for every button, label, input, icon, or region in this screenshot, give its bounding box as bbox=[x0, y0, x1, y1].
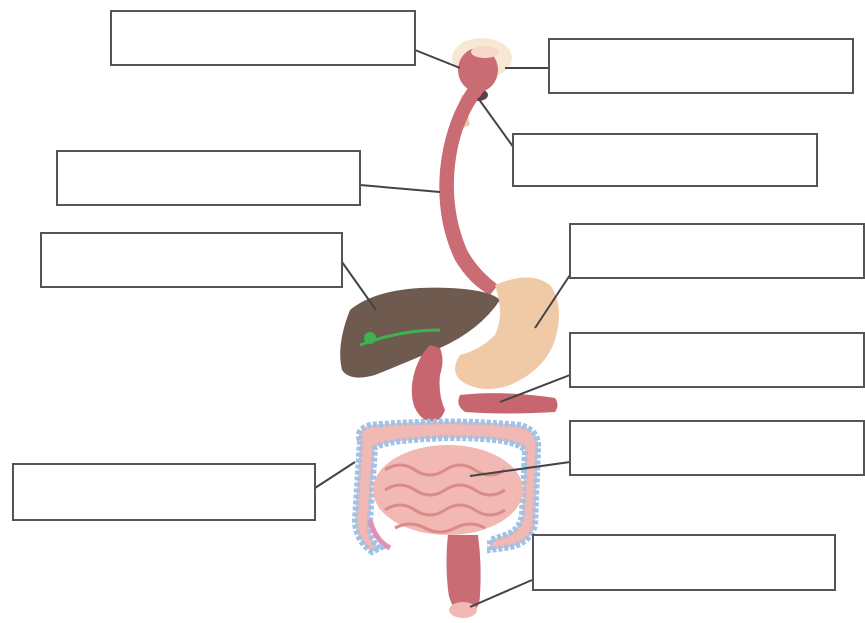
leader-line-liver bbox=[342, 262, 376, 310]
label-box-large-intestine[interactable] bbox=[12, 463, 316, 521]
label-box-mouth[interactable] bbox=[110, 10, 416, 66]
label-box-pancreas[interactable] bbox=[569, 332, 865, 388]
esophagus-shape bbox=[439, 85, 498, 295]
pancreas-shape bbox=[458, 393, 557, 413]
label-box-tongue[interactable] bbox=[512, 133, 818, 187]
label-box-small-intestine[interactable] bbox=[569, 420, 865, 476]
label-box-rectum[interactable] bbox=[532, 534, 836, 591]
leader-line-large-intestine bbox=[315, 462, 355, 488]
label-box-salivary-glands[interactable] bbox=[548, 38, 854, 94]
gallbladder-shape bbox=[364, 332, 376, 344]
leader-line-esophagus bbox=[360, 185, 440, 192]
label-box-esophagus[interactable] bbox=[56, 150, 361, 206]
label-box-liver[interactable] bbox=[40, 232, 343, 288]
label-box-stomach[interactable] bbox=[569, 223, 865, 279]
leader-line-tongue bbox=[478, 98, 514, 148]
small-intestine-shape bbox=[373, 445, 523, 535]
